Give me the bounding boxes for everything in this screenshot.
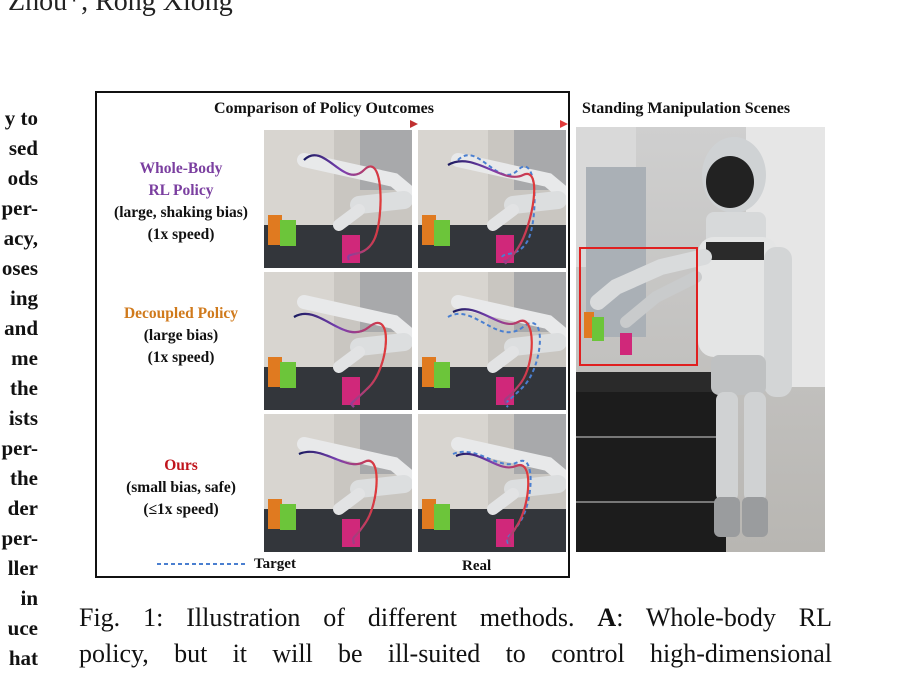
left-column-line: the [10,376,38,400]
left-column-line: ists [8,406,38,430]
left-column-line: der [7,496,38,520]
policy-outcome-photo [418,272,566,410]
row-name-line: RL Policy [148,182,214,199]
left-column-text: y to sed ods per-acy, oses ing and me the ists per… [0,103,38,673]
left-column-line: ing [9,286,38,310]
legend-target-label: Target [254,556,296,572]
policy-outcome-photo [264,130,412,268]
policy-outcome-photo [418,414,566,552]
row-name-line: Decoupled Policy [123,305,239,322]
left-column-line: and [4,316,38,340]
row-desc-line: (large, shaking bias) [114,204,248,221]
caption-bold-label: A [597,603,617,632]
caption-text: : Whole-body RL [616,603,832,632]
left-column-line: ods [7,166,38,190]
policy-outcome-photo [264,272,412,410]
arrow-left-head [410,120,418,128]
left-column-line: acy, [3,226,38,250]
row-desc-line: (large bias) [143,327,219,344]
left-column-line: per- [1,436,38,460]
real-legend-line [368,562,456,566]
figure-frame [95,91,570,578]
left-column-line: y to [4,106,38,130]
author-line: Zhou*, Rong Xiong [8,0,233,17]
scene-title: Standing Manipulation Scenes [582,100,791,117]
legend-real-label: Real [462,558,492,574]
title-arrow-graphic [262,120,568,128]
arrow-right-head [560,120,568,128]
standing-robot-photo [576,127,825,552]
left-column-line: per- [1,526,38,550]
left-column-line: uce [7,616,38,640]
caption-text: Fig. 1: Illustration of different method… [79,603,598,632]
left-column-line: oses [1,256,38,280]
left-column-line: per- [1,196,38,220]
row-name-line: Ours [164,457,198,474]
row-label-decoupled: Decoupled Policy (large bias) (1x speed) [100,303,262,369]
policy-outcome-photo [264,414,412,552]
figure-caption: Fig. 1: Illustration of different method… [79,600,832,672]
row-label-ours: Ours (small bias, safe) (≤1x speed) [100,455,262,521]
comparison-title: Comparison of Policy Outcomes [214,100,434,117]
row-desc-line: (1x speed) [147,349,215,366]
target-legend-line [157,563,247,565]
left-column-line: in [20,586,38,610]
policy-outcome-photo [418,130,566,268]
left-column-line: sed [8,136,38,160]
row-desc-line: (small bias, safe) [126,479,236,496]
caption-text: policy, but it will be ill-suited to con… [79,639,832,668]
left-column-line: ller [7,556,38,580]
row-label-whole-body: Whole-Body RL Policy (large, shaking bia… [100,158,262,246]
row-name-line: Whole-Body [139,160,223,177]
left-column-line: me [11,346,38,370]
left-column-line: the [10,466,38,490]
row-desc-line: (1x speed) [147,226,215,243]
left-column-line: hat [8,646,38,670]
row-desc-line: (≤1x speed) [143,501,219,518]
